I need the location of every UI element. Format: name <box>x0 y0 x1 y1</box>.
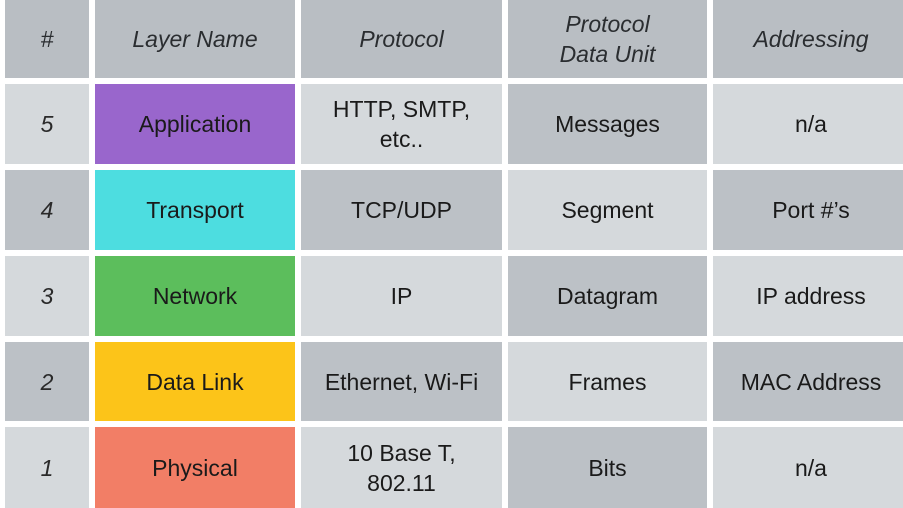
layer-name-cell: Application <box>95 84 295 164</box>
layer-number: 1 <box>5 427 89 508</box>
addressing-cell: n/a <box>713 427 903 508</box>
protocol-cell: 10 Base T, 802.11 <box>301 427 502 508</box>
pdu-cell: Messages <box>508 84 707 164</box>
addressing-cell: n/a <box>713 84 903 164</box>
protocol-cell: Ethernet, Wi-Fi <box>301 342 502 421</box>
layer-number: 2 <box>5 342 89 421</box>
pdu-cell: Frames <box>508 342 707 421</box>
header-protocol: Protocol <box>301 0 502 78</box>
header-protocol-data-unit: Protocol Data Unit <box>508 0 707 78</box>
pdu-cell: Segment <box>508 170 707 250</box>
addressing-cell: MAC Address <box>713 342 903 421</box>
layer-number: 5 <box>5 84 89 164</box>
pdu-cell: Bits <box>508 427 707 508</box>
pdu-cell: Datagram <box>508 256 707 336</box>
header-number: # <box>5 0 89 78</box>
addressing-cell: IP address <box>713 256 903 336</box>
layer-name-cell: Transport <box>95 170 295 250</box>
protocol-cell: TCP/UDP <box>301 170 502 250</box>
layer-name-cell: Network <box>95 256 295 336</box>
addressing-cell: Port #’s <box>713 170 903 250</box>
layer-name-cell: Data Link <box>95 342 295 421</box>
protocol-cell: HTTP, SMTP, etc.. <box>301 84 502 164</box>
layer-number: 4 <box>5 170 89 250</box>
layer-name-cell: Physical <box>95 427 295 508</box>
protocol-cell: IP <box>301 256 502 336</box>
layer-number: 3 <box>5 256 89 336</box>
header-addressing: Addressing <box>713 0 903 78</box>
header-layer-name: Layer Name <box>95 0 295 78</box>
